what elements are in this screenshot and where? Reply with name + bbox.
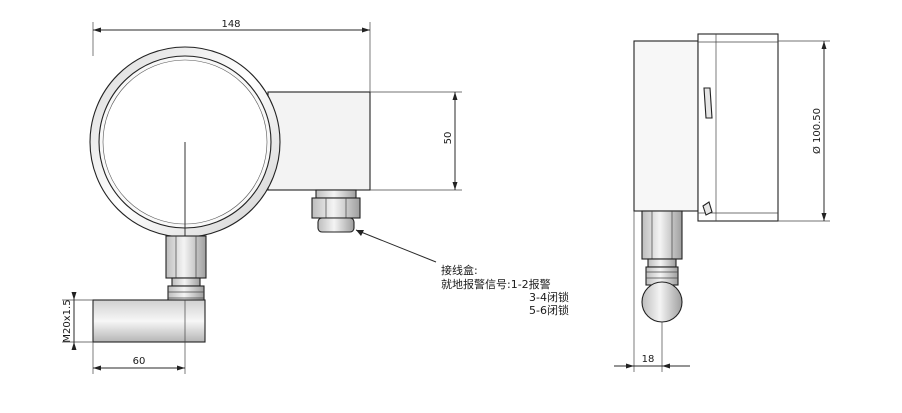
front-view: 148 50 M20x1.5 60 bbox=[62, 19, 462, 374]
callout-line4: 5-6闭锁 bbox=[529, 303, 569, 317]
dim-148: 148 bbox=[92, 19, 371, 92]
dim-148-label: 148 bbox=[221, 19, 240, 30]
side-bezel bbox=[633, 40, 699, 212]
side-view: Ø 100.50 18 bbox=[614, 33, 830, 372]
callout-line3: 3-4闭锁 bbox=[529, 290, 569, 304]
callout-leader bbox=[355, 229, 437, 263]
junction-box bbox=[267, 91, 371, 191]
dim-diameter-label: Ø 100.50 bbox=[811, 108, 823, 154]
dim-18: 18 bbox=[614, 211, 690, 372]
dim-diameter: Ø 100.50 bbox=[778, 40, 830, 222]
callout-line2: 就地报警信号:1-2报警 bbox=[441, 277, 551, 291]
callout-line1: 接线盒: bbox=[441, 263, 478, 277]
cable-gland bbox=[311, 189, 361, 233]
dim-thread: M20x1.5 bbox=[62, 292, 93, 350]
dim-60-label: 60 bbox=[133, 356, 146, 367]
elbow-pipe bbox=[92, 299, 206, 343]
dim-50-label: 50 bbox=[443, 132, 454, 145]
dim-thread-label: M20x1.5 bbox=[62, 299, 73, 342]
dim-50: 50 bbox=[370, 91, 462, 191]
hex-stem bbox=[165, 235, 207, 309]
dim-60: 60 bbox=[92, 300, 186, 374]
side-hex-stem bbox=[641, 210, 683, 323]
side-elbow-end bbox=[641, 281, 683, 323]
dim-18-label: 18 bbox=[642, 354, 655, 365]
callout-note: 接线盒: 就地报警信号:1-2报警 3-4闭锁 5-6闭锁 bbox=[441, 263, 569, 317]
side-case bbox=[697, 33, 779, 222]
